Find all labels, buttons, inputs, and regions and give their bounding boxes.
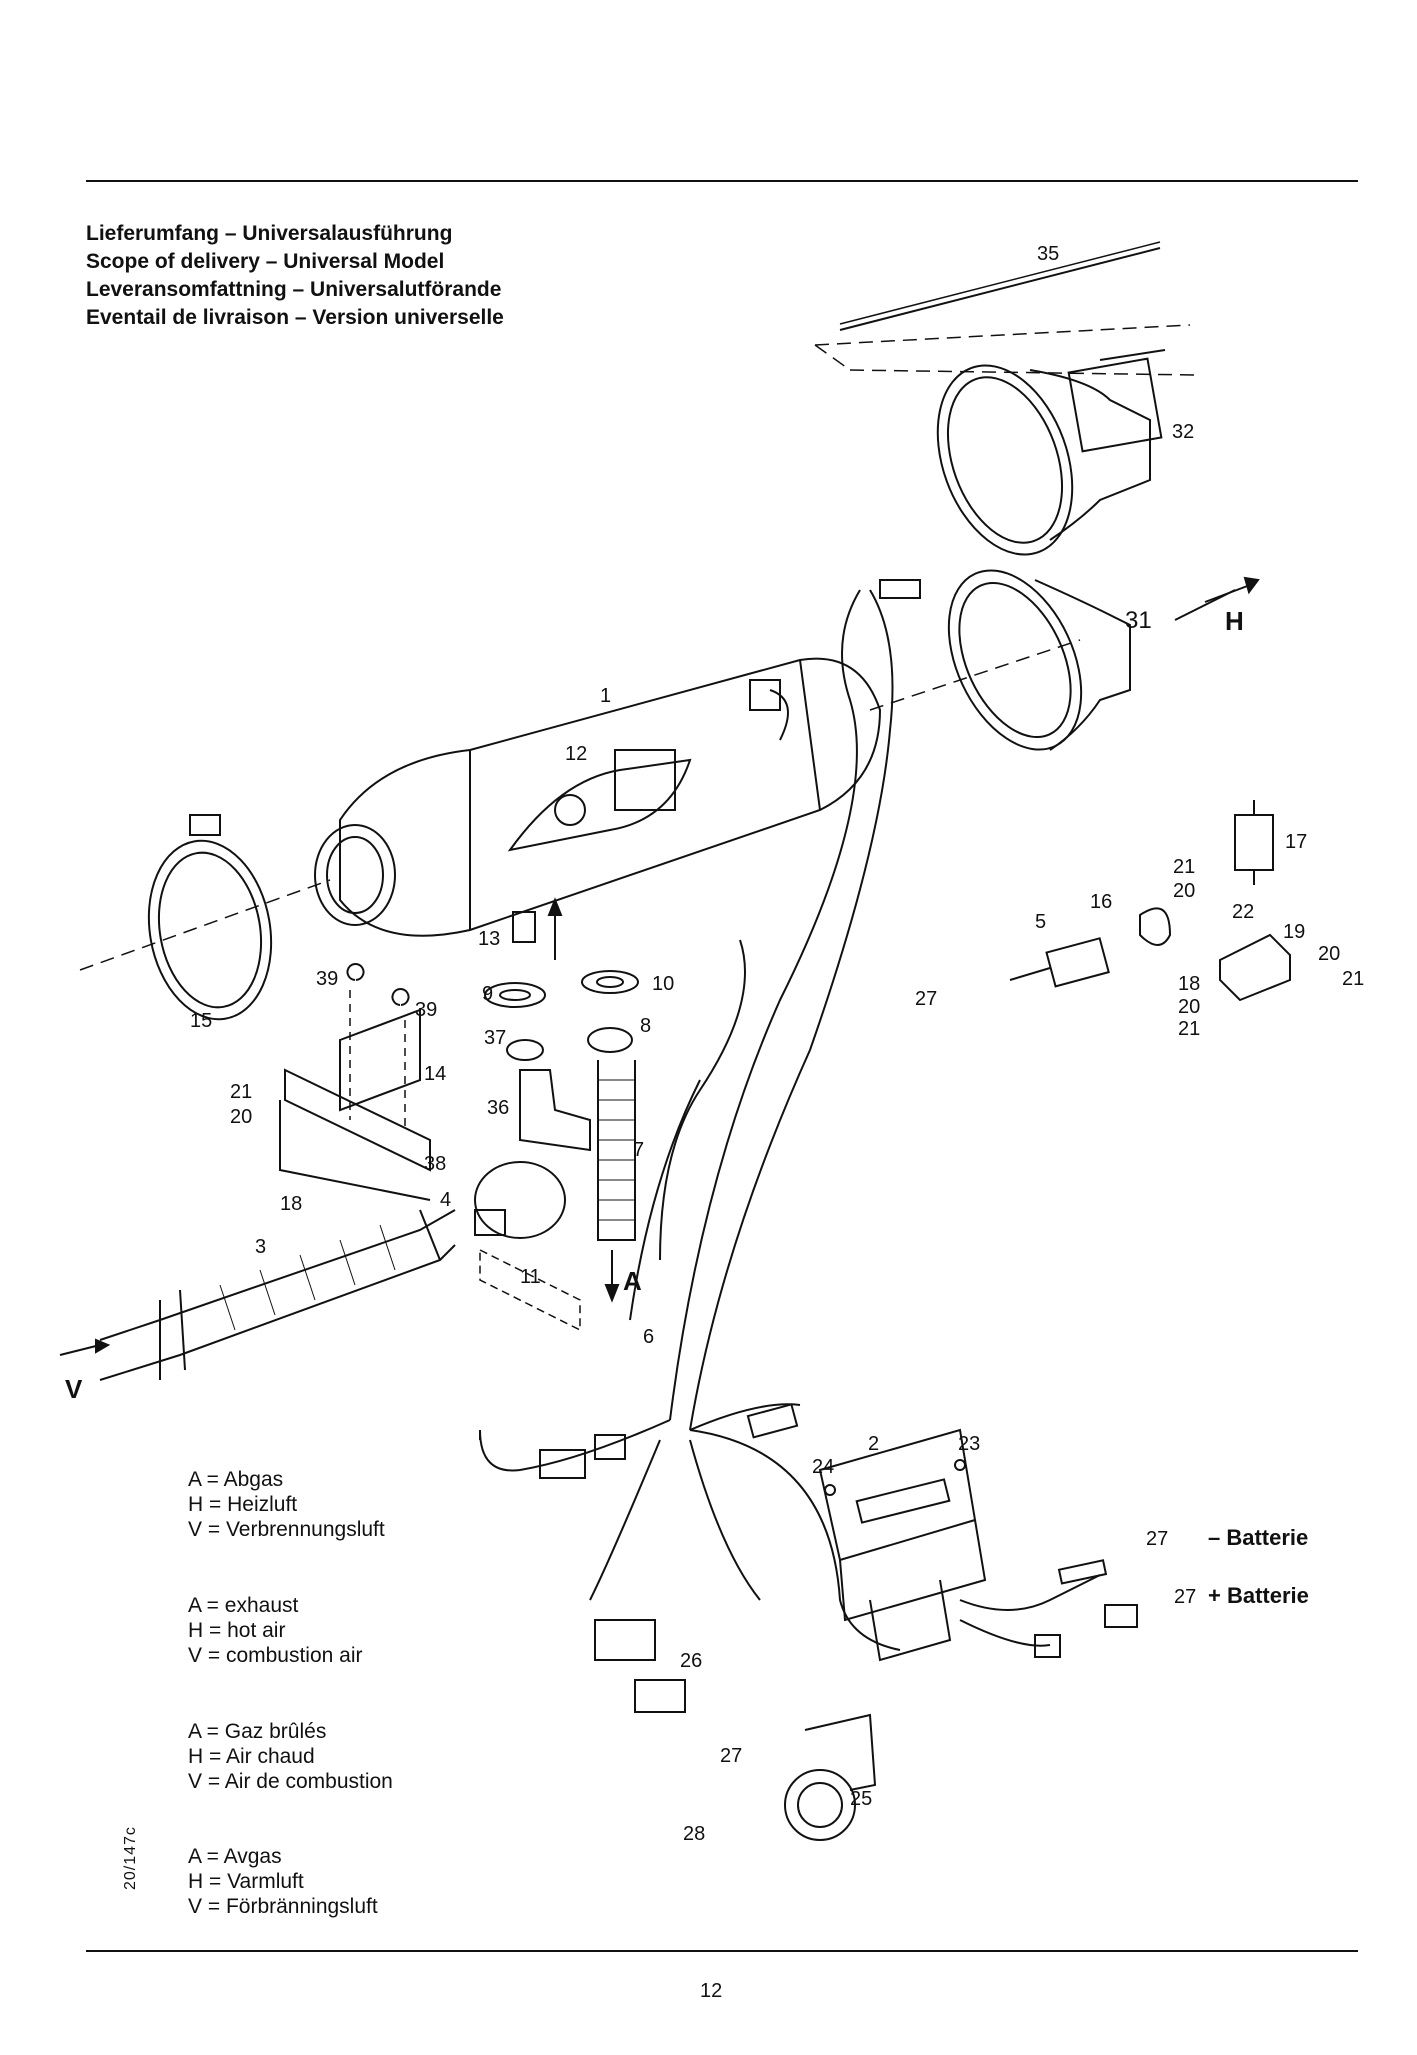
page-number: 12: [700, 1980, 723, 2002]
callout-4: 4: [440, 1189, 451, 1211]
callout-23: 23: [958, 1433, 980, 1455]
header-line-sv: Leveransomfattning – Universalutförande: [86, 278, 502, 301]
legend-fr: A = Gaz brûlés H = Air chaud V = Air de …: [188, 1719, 393, 1794]
callout-22: 22: [1232, 901, 1254, 923]
callout-12: 12: [565, 743, 587, 765]
legend-sv-v: V = Förbränningsluft: [188, 1895, 378, 1918]
control-unit-2: [818, 1428, 987, 1662]
header-line-fr: Eventail de livraison – Version universe…: [86, 306, 504, 329]
callout-20b: 20: [1318, 943, 1340, 965]
callout-19: 19: [1283, 921, 1305, 943]
callout-15: 15: [190, 1010, 212, 1032]
callout-17: 17: [1285, 831, 1307, 853]
flow-label-a: A: [623, 1266, 642, 1296]
callout-13: 13: [478, 928, 500, 950]
legend-fr-v: V = Air de combustion: [188, 1770, 393, 1793]
exhaust-hose-7: [597, 1060, 636, 1303]
intake-pipe-13: [512, 911, 536, 943]
callout-26: 26: [680, 1650, 702, 1672]
heater-body-1: [314, 657, 882, 937]
callout-35: 37: [484, 1027, 506, 1049]
legend-fr-a: A = Gaz brûlés: [188, 1720, 327, 1743]
callout-2: 2: [868, 1433, 879, 1455]
callout-21b: 21: [1342, 968, 1364, 990]
fuel-pump-5: [1009, 937, 1110, 988]
callout-18a: 18: [1178, 973, 1200, 995]
callout-27c: 27: [1174, 1586, 1196, 1608]
callout-20a: 20: [1173, 880, 1195, 902]
callout-3: 3: [255, 1236, 266, 1258]
air-outlet-hood-32: [936, 349, 1166, 556]
silencer-11: [474, 1161, 581, 1332]
callout-36: 38: [424, 1153, 446, 1175]
callout-37b: 39: [415, 999, 437, 1021]
wiring-harness-6: [479, 579, 921, 1651]
callout-10: 10: [652, 973, 674, 995]
legend-sv-a: A = Avgas: [188, 1845, 282, 1868]
fuel-filter-17: [1234, 800, 1274, 885]
legend-sv-h: H = Varmluft: [188, 1870, 304, 1893]
legend-en-a: A = exhaust: [188, 1594, 299, 1617]
legend-de: A = Abgas H = Heizluft V = Verbrennungsl…: [188, 1467, 385, 1542]
legend-en-v: V = combustion air: [188, 1644, 363, 1667]
gasket-10: [581, 970, 639, 994]
callout-20c: 20: [1178, 996, 1200, 1018]
callout-28: 28: [683, 1823, 705, 1845]
legend-fr-h: H = Air chaud: [188, 1745, 315, 1768]
clamp-15: [147, 814, 273, 1021]
elbow-34: [519, 1069, 591, 1152]
gasket-9: [484, 982, 546, 1008]
legend-sv: A = Avgas H = Varmluft V = Förbränningsl…: [188, 1844, 378, 1919]
callout-20d: 20: [230, 1106, 252, 1128]
air-outlet-hood-31: [947, 569, 1236, 751]
legend-de-h: H = Heizluft: [188, 1493, 298, 1516]
callout-7: 7: [633, 1139, 644, 1161]
callout-27d: 27: [720, 1745, 742, 1767]
connector-26: [594, 1619, 656, 1661]
callout-21c: 21: [1178, 1018, 1200, 1040]
callout-16: 16: [1090, 891, 1112, 913]
callout-21a: 21: [1173, 856, 1195, 878]
legend-de-v: V = Verbrennungsluft: [188, 1518, 385, 1541]
bracket-19: [1219, 933, 1291, 1002]
callout-34: 36: [487, 1097, 509, 1119]
callout-11: 11: [520, 1266, 541, 1288]
callout-9: 9: [482, 983, 493, 1005]
mounting-bracket-14-36: [279, 963, 431, 1201]
callout-27b: 27: [1146, 1528, 1168, 1550]
clip-16: [1139, 907, 1172, 946]
callout-14: 14: [424, 1063, 446, 1085]
header-line-en: Scope of delivery – Universal Model: [86, 250, 445, 273]
battery-minus-label: – Batterie: [1208, 1525, 1308, 1550]
callout-8: 8: [640, 1015, 651, 1037]
header-line-de: Lieferumfang – Universalausführung: [86, 222, 453, 245]
flex-hose-3: [59, 1209, 456, 1381]
callout-25: 25: [850, 1788, 872, 1810]
callout-37a: 39: [316, 968, 338, 990]
callout-33: 35: [1037, 243, 1059, 265]
callout-27a: 27: [915, 988, 937, 1010]
bottom-rule: [86, 1950, 1358, 1952]
flow-label-v: V: [65, 1374, 83, 1404]
legend-en: A = exhaust H = hot air V = combustion a…: [188, 1593, 363, 1668]
battery-plus-label: + Batterie: [1208, 1583, 1309, 1608]
callout-18b: 18: [280, 1193, 302, 1215]
callout-1: 1: [600, 685, 611, 707]
flow-label-h: H: [1225, 606, 1244, 636]
legend-de-a: A = Abgas: [188, 1468, 284, 1491]
callout-21d: 21: [230, 1081, 252, 1103]
header-title: Lieferumfang – Universalausführung Scope…: [86, 220, 504, 332]
callout-31: 31: [1125, 607, 1152, 634]
figure-code: 20/147c: [122, 1826, 139, 1890]
control-switch-25: [784, 1713, 877, 1841]
legend-en-h: H = hot air: [188, 1619, 286, 1642]
callout-6: 6: [643, 1326, 654, 1348]
callout-5: 5: [1035, 911, 1046, 933]
callout-24: 24: [812, 1456, 834, 1478]
callout-32: 32: [1172, 421, 1194, 443]
top-rule: [86, 180, 1358, 182]
